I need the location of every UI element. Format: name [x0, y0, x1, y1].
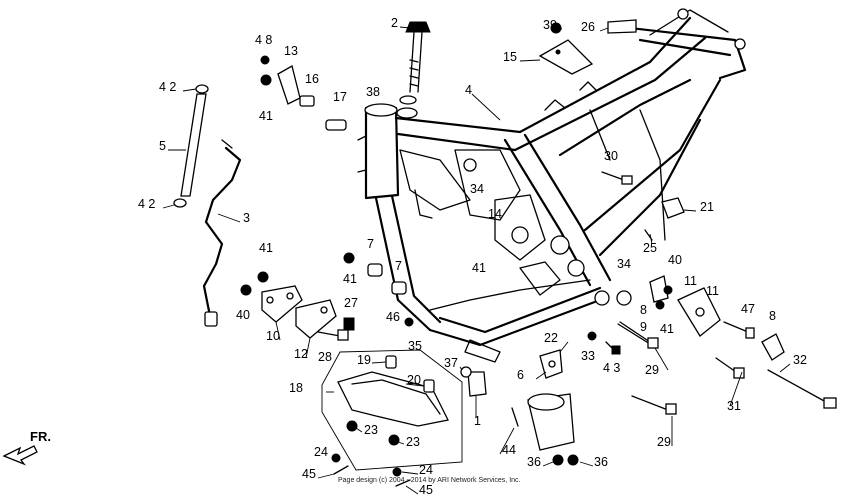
callout-c41a: 41	[259, 109, 273, 123]
callout-c41e: 41	[660, 322, 674, 336]
callout-c46: 46	[386, 310, 400, 324]
bolt-30	[601, 171, 633, 185]
callout-c13: 13	[284, 44, 298, 58]
callout-c42a: 4 2	[159, 80, 176, 94]
callout-c26: 26	[581, 20, 595, 34]
callout-c41d: 41	[472, 261, 486, 275]
callout-c40a: 40	[668, 253, 682, 267]
bracket-11a	[649, 275, 669, 303]
collar-8b	[761, 333, 785, 361]
bolt-47	[723, 321, 755, 339]
callout-c31: 31	[727, 399, 741, 413]
callout-c36b: 36	[594, 455, 608, 469]
callout-c2: 2	[391, 16, 398, 30]
callout-c8b: 8	[769, 309, 776, 323]
direction-label: FR.	[30, 429, 51, 444]
callout-c5: 5	[159, 139, 166, 153]
callout-c29a: 29	[645, 363, 659, 377]
callout-c36a: 36	[527, 455, 541, 469]
callout-c48: 4 8	[255, 33, 272, 47]
bolt-32	[767, 369, 837, 409]
bolt-8-9	[617, 285, 673, 345]
steering-stem-bolt-2	[399, 21, 431, 105]
breather-tube-5	[173, 84, 209, 208]
callout-c45b: 45	[419, 483, 433, 497]
callout-c38: 38	[366, 85, 380, 99]
callout-c14: 14	[488, 207, 502, 221]
reserve-tank-1	[460, 366, 487, 397]
callout-c27: 27	[344, 296, 358, 310]
callout-c33: 33	[581, 349, 595, 363]
callout-c11a: 11	[684, 274, 697, 288]
callout-c10: 10	[266, 329, 280, 343]
bracket-11b	[677, 287, 721, 337]
callout-c32: 32	[793, 353, 807, 367]
label-26	[607, 19, 637, 34]
callout-c17: 17	[333, 90, 347, 104]
bushing-21	[661, 197, 685, 219]
callout-c3: 3	[243, 211, 250, 225]
oil-pipe-3	[202, 139, 242, 327]
skid-plate-assembly-18	[321, 349, 463, 487]
callout-c43: 4 3	[603, 361, 620, 375]
bracket-10	[261, 285, 303, 323]
bolt-29a	[619, 321, 659, 349]
callout-c22: 22	[544, 331, 558, 345]
bolt-33-43	[587, 331, 621, 355]
callout-c41b: 41	[259, 241, 273, 255]
callout-c1: 1	[474, 414, 481, 428]
copyright-notice: Page design (c) 2004 - 2014 by ARI Netwo…	[338, 477, 521, 484]
callout-c15: 15	[503, 50, 517, 64]
callout-c16: 16	[305, 72, 319, 86]
small-parts-left	[240, 55, 414, 327]
callout-c7a: 7	[367, 237, 374, 251]
callout-c34a: 34	[470, 182, 484, 196]
callout-c30: 30	[604, 149, 618, 163]
callout-c6: 6	[517, 368, 524, 382]
callout-c20: 20	[407, 373, 421, 387]
leader-lines	[162, 26, 791, 495]
callout-c8a: 8	[640, 303, 647, 317]
callout-c28: 28	[318, 350, 332, 364]
callout-c44: 44	[502, 443, 516, 457]
front-direction-arrow-icon	[2, 445, 38, 466]
callout-c34b: 34	[617, 257, 631, 271]
main-frame	[357, 8, 747, 363]
nut-39	[550, 22, 562, 34]
callout-c24b: 24	[419, 463, 433, 477]
callout-c41c: 41	[343, 272, 357, 286]
battery-box-44	[511, 393, 575, 451]
callout-c18: 18	[289, 381, 303, 395]
callout-c42b: 4 2	[138, 197, 155, 211]
callout-c25: 25	[643, 241, 657, 255]
callout-c7b: 7	[395, 259, 402, 273]
callout-c37: 37	[444, 356, 458, 370]
bolt-31	[715, 357, 745, 379]
callout-c21: 21	[700, 200, 714, 214]
callout-c12: 12	[294, 347, 308, 361]
callout-c23a: 23	[364, 423, 378, 437]
callout-c11b: 11	[706, 284, 719, 298]
callout-c24a: 24	[314, 445, 328, 459]
callout-c45a: 45	[302, 467, 316, 481]
callout-c23b: 23	[406, 435, 420, 449]
callout-c19: 19	[357, 353, 371, 367]
bolt-29b	[631, 395, 677, 415]
bracket-12	[295, 299, 337, 339]
callout-c47: 47	[741, 302, 755, 316]
collar-34b	[616, 290, 632, 306]
callout-c29b: 29	[657, 435, 671, 449]
bolt-28	[317, 329, 349, 341]
bracket-22-6	[539, 349, 563, 379]
callout-c4: 4	[465, 83, 472, 97]
callout-c9: 9	[640, 320, 647, 334]
bolt-27	[343, 317, 355, 331]
grommets-36	[552, 454, 579, 466]
callout-c35: 35	[408, 339, 422, 353]
callout-c39: 39	[543, 18, 557, 32]
callout-c40b: 40	[236, 308, 250, 322]
plate-15	[538, 39, 594, 75]
